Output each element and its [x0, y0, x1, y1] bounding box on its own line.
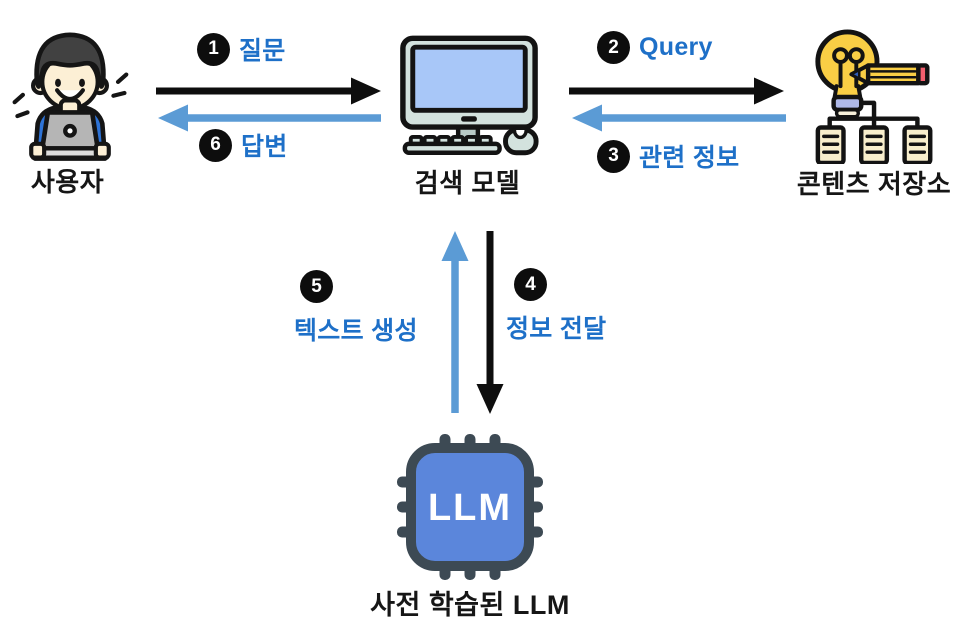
arrow-5-text-generation — [441, 231, 469, 413]
arrow-label-5: 5 텍스트 생성 — [294, 270, 418, 347]
badge-2: 2 — [597, 31, 630, 64]
chip-icon: LLM — [395, 432, 545, 582]
desktop-computer-icon — [395, 35, 543, 159]
badge-1: 1 — [197, 32, 230, 66]
arrow-label-6: 6 답변 — [199, 127, 288, 163]
arrow-label-1: 1 질문 — [197, 31, 286, 67]
content-store-label: 콘텐츠 저장소 — [796, 169, 952, 199]
arrow-1-text: 질문 — [239, 37, 286, 65]
llm-label: 사전 학습된 LLM — [370, 590, 570, 620]
arrow-3-text: 관련 정보 — [639, 144, 740, 172]
arrow-5-text: 텍스트 생성 — [294, 317, 418, 345]
arrow-6-answer — [158, 104, 381, 132]
badge-5: 5 — [300, 270, 333, 303]
arrow-2-query — [569, 77, 784, 105]
arrow-label-2: 2 Query — [597, 31, 713, 64]
arrow-3-related-info — [572, 104, 786, 132]
arrow-label-3: 3 관련 정보 — [597, 138, 739, 174]
badge-3: 3 — [597, 139, 630, 173]
badge-6: 6 — [199, 128, 232, 162]
arrow-4-info-transfer — [476, 231, 504, 414]
badge-4: 4 — [514, 268, 547, 301]
user-icon — [10, 20, 130, 166]
chip-text: LLM — [428, 487, 512, 529]
arrow-4-text: 정보 전달 — [506, 315, 607, 343]
idea-repository-icon — [798, 26, 956, 164]
arrow-1-question — [156, 77, 381, 105]
arrow-2-text: Query — [639, 33, 713, 61]
arrow-label-4: 4 정보 전달 — [506, 268, 606, 345]
search-model-label: 검색 모델 — [414, 168, 521, 198]
arrow-6-text: 답변 — [241, 133, 288, 161]
user-label: 사용자 — [30, 167, 105, 197]
